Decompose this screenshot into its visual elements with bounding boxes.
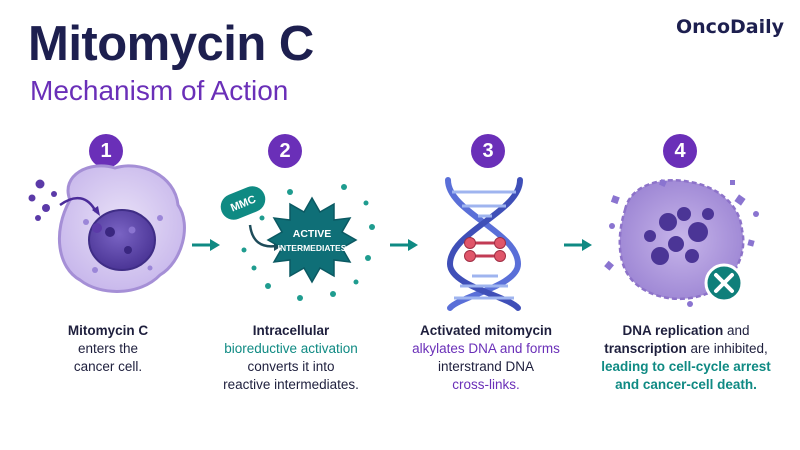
step-2-caption-line-3: converts it into (247, 359, 335, 374)
step-2-caption: Intracellular bioreductive activation co… (186, 322, 396, 394)
page-title: Mitomycin C (28, 17, 314, 71)
step-4-caption-line-3: leading to cell-cycle arrest (601, 359, 771, 374)
flow-arrow-3 (564, 239, 592, 251)
dna-helix-icon (445, 177, 523, 311)
step-3-caption-line-3: interstrand DNA (437, 359, 535, 374)
step-1-badge: 1 (89, 134, 123, 168)
cancer-cell-icon (57, 164, 186, 293)
flow-arrow-2 (390, 239, 418, 251)
step-2-caption-line-4: reactive intermediates. (223, 377, 359, 392)
step-2-caption-line-2: bioreductive activation (224, 341, 358, 356)
step-4-caption-line-1a: DNA replication (622, 323, 724, 338)
reactive-particles-icon (241, 184, 375, 301)
step-4-badge: 4 (663, 134, 697, 168)
step-2-badge: 2 (268, 134, 302, 168)
step-4-caption-line-2b: are inhibited, (686, 341, 768, 356)
step-1-caption-line-1: Mitomycin C (67, 323, 149, 338)
step-4-caption: DNA replication and transcription are in… (578, 322, 794, 394)
step-3-badge: 3 (471, 134, 505, 168)
step-2-caption-line-1: Intracellular (252, 323, 330, 338)
step-1-caption: Mitomycin C enters the cancer cell. (8, 322, 208, 376)
step-4-caption-line-4: and cancer-cell death. (615, 377, 757, 392)
step-3-caption-line-2: alkylates DNA and forms (412, 341, 560, 356)
active-intermediates-burst-icon: ACTIVE INTERMEDIATES (266, 196, 358, 284)
dna-crosslink-icon (464, 237, 506, 262)
step-3-caption-line-4: cross-links. (452, 377, 520, 392)
activation-arrow-icon (248, 224, 277, 248)
burst-label-1: ACTIVE (293, 228, 332, 240)
flow-arrow-1 (192, 239, 220, 251)
drug-molecules-icon (28, 179, 102, 233)
mmc-pill-icon: MMC (220, 186, 266, 220)
entry-arrow-icon (59, 196, 98, 213)
step-1-caption-line-2: enters the (77, 341, 139, 356)
brand-logo: OncoDaily (676, 16, 784, 38)
step-3-caption-line-1: Activated mitomycin (419, 323, 553, 338)
page-subtitle: Mechanism of Action (30, 75, 289, 106)
step-4-caption-line-2a: transcription (604, 341, 687, 356)
step-4-caption-line-1b: and (723, 323, 750, 338)
cell-death-x-icon (704, 263, 744, 303)
step-3-caption: Activated mitomycin alkylates DNA and fo… (386, 322, 586, 394)
step-1-caption-line-3: cancer cell. (73, 359, 143, 374)
burst-label-2: INTERMEDIATES (278, 243, 347, 253)
